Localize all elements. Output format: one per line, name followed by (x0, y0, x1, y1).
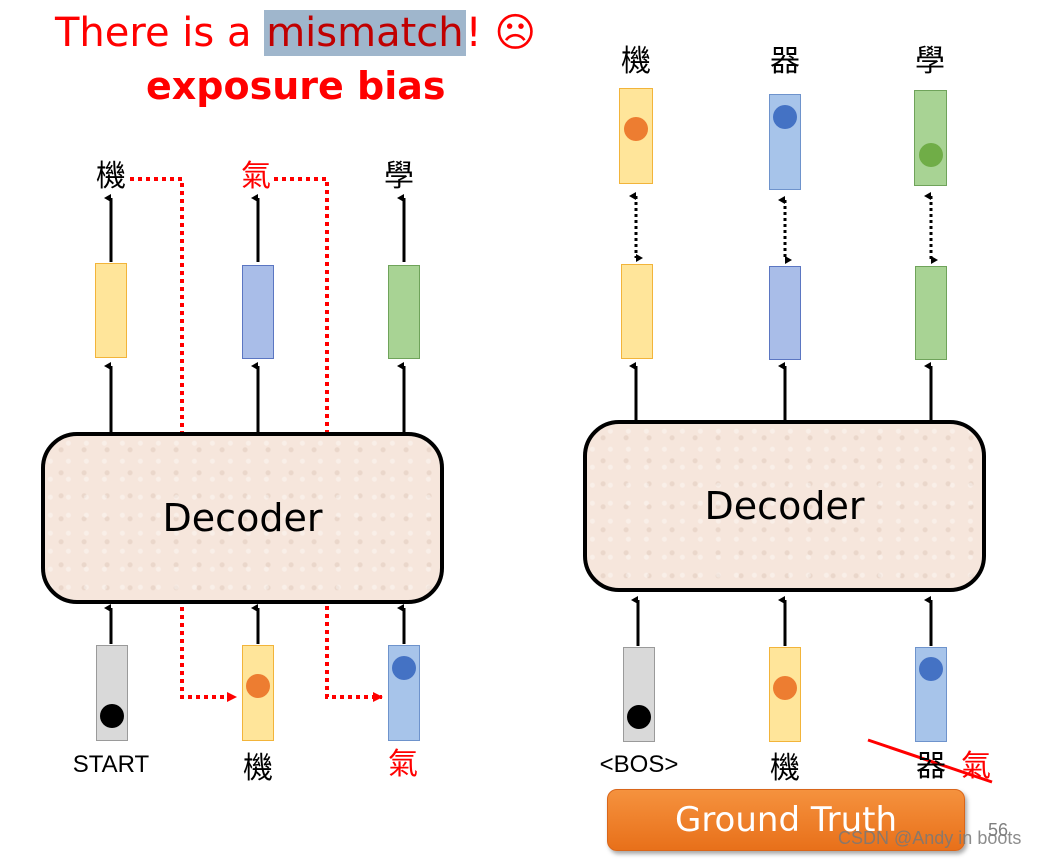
left-input-label-3: 氣 (388, 747, 418, 782)
ground-truth-button: Ground Truth (607, 789, 965, 851)
left-output-vector-2 (242, 265, 274, 359)
slide-title: There is a mismatch! ☹ (55, 10, 536, 56)
black-dot (627, 705, 651, 729)
right-predicted-vector-2 (769, 94, 801, 190)
left-output-vector-3 (388, 265, 420, 359)
title-suffix: ! ☹ (465, 10, 537, 56)
black-dot (100, 704, 124, 728)
right-input-vector-1 (623, 647, 655, 742)
left-output-char-3: 學 (384, 159, 414, 194)
slide-subtitle: exposure bias (146, 64, 446, 108)
left-input-vector-2 (242, 645, 274, 741)
left-output-vector-1 (95, 263, 127, 358)
blue-dot (773, 105, 797, 129)
left-feedback-path-1 (130, 177, 237, 702)
orange-dot (773, 676, 797, 700)
right-output-vector-1 (621, 264, 653, 359)
left-input-vector-3 (388, 645, 420, 741)
strike-line (867, 738, 993, 784)
orange-dot (246, 674, 270, 698)
title-highlight: mismatch (264, 10, 466, 56)
green-dot (919, 143, 943, 167)
right-output-char-3: 學 (915, 44, 945, 79)
right-input-label-3: 器 (916, 749, 946, 784)
right-output-vector-2 (769, 266, 801, 360)
left-input-label-2: 機 (243, 751, 273, 786)
right-input-vector-3 (915, 647, 947, 742)
left-output-char-1: 機 (96, 159, 126, 194)
left-input-vector-1 (96, 645, 128, 741)
left-input-label-1: START (72, 751, 150, 778)
left-output-char-2: 氣 (241, 159, 271, 194)
right-decoder: Decoder (583, 420, 986, 592)
right-output-char-2: 器 (770, 44, 800, 79)
right-input-label-2: 機 (770, 751, 800, 786)
orange-dot (624, 117, 648, 141)
blue-dot (392, 656, 416, 680)
right-output-vector-3 (915, 266, 947, 360)
right-predicted-vector-3 (914, 90, 947, 186)
right-input-label-1: <BOS> (599, 751, 679, 778)
struck-char: 氣 (961, 749, 991, 784)
right-input-vector-2 (769, 647, 801, 742)
page-number: 56 (988, 820, 1009, 840)
blue-dot (919, 657, 943, 681)
left-decoder: Decoder (41, 432, 444, 604)
watermark: CSDN @Andy in boots (838, 828, 1022, 848)
right-predicted-vector-1 (619, 88, 653, 184)
title-prefix: There is a (55, 10, 265, 56)
right-output-char-1: 機 (621, 44, 651, 79)
